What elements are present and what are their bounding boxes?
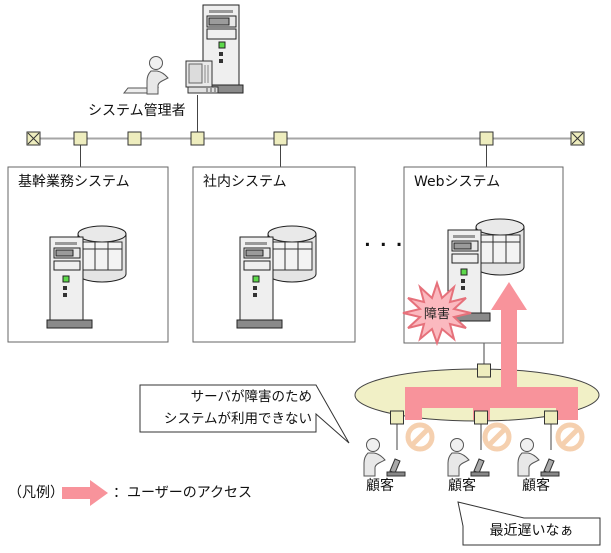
system-label-web: Webシステム (414, 174, 501, 190)
network-node (127, 131, 142, 146)
laptop-icon (386, 458, 406, 477)
bus-nodes (26, 131, 585, 425)
bus-terminator-icon (26, 131, 41, 146)
customer-icons (363, 438, 560, 477)
bus-terminator-icon (570, 131, 585, 146)
failure-burst-icon (402, 279, 472, 346)
admin-label: システム管理者 (88, 103, 186, 119)
laptop-icon (470, 458, 490, 477)
network-node (474, 410, 488, 425)
person-icon (517, 438, 540, 477)
legend-desc: ：ユーザーのアクセス (113, 485, 253, 501)
network-node (390, 410, 404, 425)
network-node (273, 131, 288, 146)
prohibition-icons (408, 425, 582, 449)
box-core-system (7, 166, 169, 343)
network-node (479, 131, 494, 146)
prohibition-icon (408, 425, 432, 449)
bubble-right-text: 最近遅いなぁ (489, 523, 574, 539)
system-label-internal: 社内システム (203, 174, 287, 190)
speech-bubble-right (457, 501, 601, 546)
system-label-core: 基幹業務システム (18, 174, 130, 190)
customer-label: 顧客 (366, 478, 394, 494)
legend-prefix: （凡例） (8, 485, 64, 501)
connector-lines (80, 95, 552, 450)
bubble-left-line2: システムが利用できない (163, 411, 312, 427)
network-node (544, 410, 558, 425)
laptop-icon (540, 458, 560, 477)
failure-label: 障害 (423, 307, 450, 322)
customer-label: 顧客 (522, 478, 550, 494)
prohibition-icon (485, 425, 509, 449)
network-node (190, 131, 205, 146)
legend-arrow-icon (62, 480, 108, 506)
admin-cluster (122, 4, 244, 95)
user-access-arrow (405, 282, 578, 420)
person-icon (363, 438, 386, 477)
network-node (73, 131, 88, 146)
person-icon (146, 56, 169, 95)
speech-bubble-left (139, 384, 350, 444)
bubble-left-line1: サーバが障害のため (190, 389, 312, 405)
prohibition-icon (558, 425, 582, 449)
ellipsis-dots: ... (362, 230, 410, 251)
customer-label: 顧客 (448, 478, 476, 494)
network-node (477, 363, 491, 378)
person-icon (447, 438, 470, 477)
